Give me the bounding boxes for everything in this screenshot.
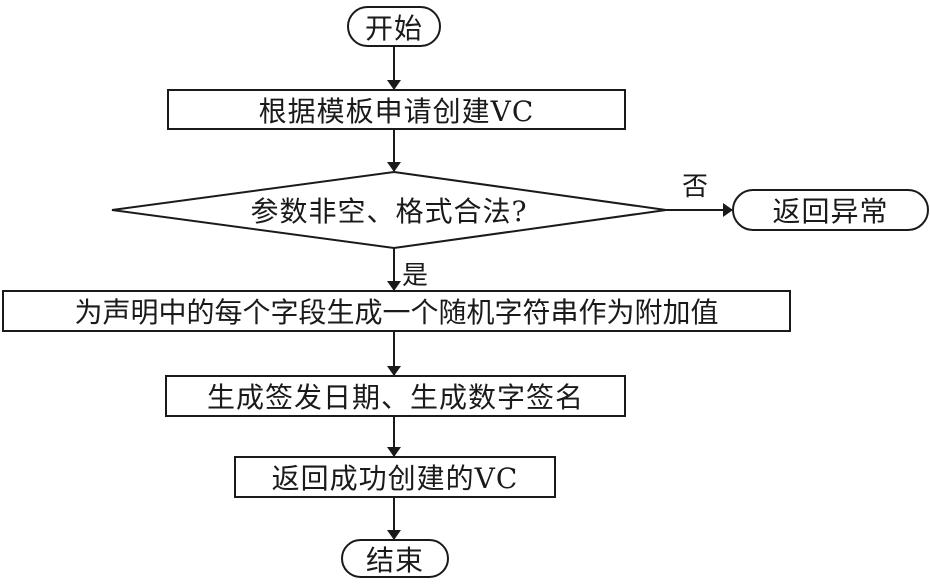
generate-signature-label: 生成签发日期、生成数字签名 [206,381,584,414]
return-exception-label: 返回异常 [772,195,889,228]
no-branch-label: 否 [682,172,709,202]
generate-salt-box [2,290,791,332]
start-label: 开始 [364,11,423,45]
return-vc-label: 返回成功创建的VC [271,462,519,495]
end-label: 结束 [365,543,424,577]
yes-branch-label: 是 [402,261,429,291]
end-terminal [341,539,449,578]
validate-params-label: 参数非空、格式合法? [250,195,528,228]
create-from-template-label: 根据模板申请创建VC [258,94,535,128]
create-from-template-box [167,89,626,130]
return-exception-terminal [732,189,929,231]
generate-salt-label: 为声明中的每个字段生成一个随机字符串作为附加值 [74,296,719,329]
generate-signature-box [165,375,626,417]
return-vc-box [234,456,556,498]
